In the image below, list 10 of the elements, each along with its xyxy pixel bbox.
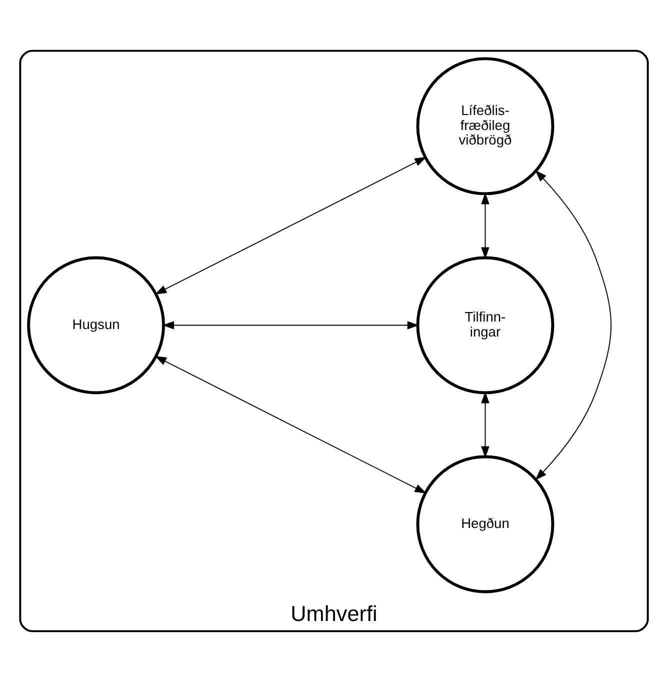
- node-circle: Hugsun: [27, 256, 166, 394]
- arrow: [535, 170, 612, 480]
- node-circle: Tilfinn- ingar: [416, 256, 554, 394]
- arrow: [481, 192, 490, 260]
- arrow: [154, 156, 427, 295]
- arrow: [481, 391, 490, 458]
- node-circle: Lífeðlis- fræðileg viðbrögð: [416, 57, 554, 196]
- arrow: [162, 321, 420, 330]
- arrow: [154, 356, 427, 494]
- node-circle: Hegðun: [416, 455, 554, 594]
